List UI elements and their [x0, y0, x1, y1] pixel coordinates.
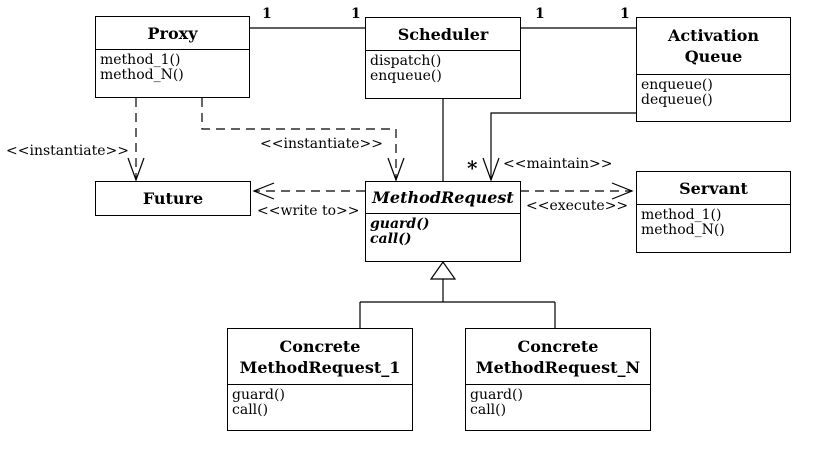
class-concrete-method-request-n: Concrete MethodRequest_N guard() call() — [465, 328, 651, 431]
operation: call() — [470, 402, 507, 418]
class-concrete-1-name: Concrete MethodRequest_1 — [228, 329, 412, 385]
generalization-request — [359, 260, 556, 328]
operation: guard() — [470, 387, 523, 403]
aggregation-queue-request — [482, 112, 636, 182]
dependency-proxy-future — [127, 98, 145, 182]
class-name-line: MethodRequest_1 — [239, 357, 401, 377]
class-activation-queue: Activation Queue enqueue() dequeue() — [636, 17, 791, 122]
class-servant: Servant method_1() method_N() — [636, 171, 791, 253]
label-maintain: <<maintain>> — [503, 156, 613, 172]
label-write-to: <<write to>> — [257, 203, 360, 219]
class-future: Future — [95, 181, 251, 216]
multiplicity-many: * — [467, 156, 478, 180]
class-name-line: MethodRequest_N — [475, 357, 641, 377]
operation: dequeue() — [641, 92, 713, 108]
operation: method_1() — [641, 207, 722, 223]
class-servant-operations: method_1() method_N() — [637, 205, 790, 238]
dependency-proxy-request — [201, 98, 405, 182]
class-method-request: MethodRequest guard() call() — [365, 181, 521, 262]
class-concrete-n-operations: guard() call() — [466, 385, 650, 418]
class-method-request-name: MethodRequest — [366, 182, 520, 214]
operation: method_1() — [100, 52, 181, 68]
operation: call() — [370, 231, 412, 247]
label-instantiate-request: <<instantiate>> — [260, 136, 383, 152]
operation: guard() — [232, 387, 285, 403]
multiplicity-proxy-end: 1 — [262, 6, 272, 22]
multiplicity-scheduler-end: 1 — [351, 6, 361, 22]
operation: method_N() — [641, 222, 725, 238]
label-instantiate-future: <<instantiate>> — [6, 143, 129, 159]
label-execute: <<execute>> — [526, 198, 629, 214]
operation: enqueue() — [641, 77, 713, 93]
class-scheduler-name: Scheduler — [366, 18, 520, 51]
operation: method_N() — [100, 67, 184, 83]
class-activation-queue-name: Activation Queue — [637, 18, 790, 75]
class-name-line: Concrete — [517, 336, 599, 356]
class-scheduler-operations: dispatch() enqueue() — [366, 51, 520, 84]
dependency-request-servant — [520, 182, 634, 200]
operation: call() — [232, 402, 269, 418]
class-future-name: Future — [142, 189, 204, 208]
class-concrete-1-operations: guard() call() — [228, 385, 412, 418]
operation: enqueue() — [370, 68, 442, 84]
multiplicity-scheduler-queue-end: 1 — [535, 6, 545, 22]
class-name-line: Queue — [684, 47, 743, 66]
class-scheduler: Scheduler dispatch() enqueue() — [365, 17, 521, 99]
class-proxy: Proxy method_1() method_N() — [95, 16, 250, 98]
dependency-request-future — [252, 182, 365, 200]
class-servant-name: Servant — [637, 172, 790, 205]
class-proxy-name: Proxy — [96, 17, 249, 50]
class-activation-queue-operations: enqueue() dequeue() — [637, 75, 790, 108]
class-name-line: Activation — [667, 26, 760, 45]
class-proxy-operations: method_1() method_N() — [96, 50, 249, 83]
multiplicity-queue-end: 1 — [620, 6, 630, 22]
class-concrete-method-request-1: Concrete MethodRequest_1 guard() call() — [227, 328, 413, 431]
operation: guard() — [370, 216, 430, 232]
class-concrete-n-name: Concrete MethodRequest_N — [466, 329, 650, 385]
class-name-line: Concrete — [279, 336, 361, 356]
class-method-request-operations: guard() call() — [366, 214, 520, 247]
operation: dispatch() — [370, 53, 442, 69]
